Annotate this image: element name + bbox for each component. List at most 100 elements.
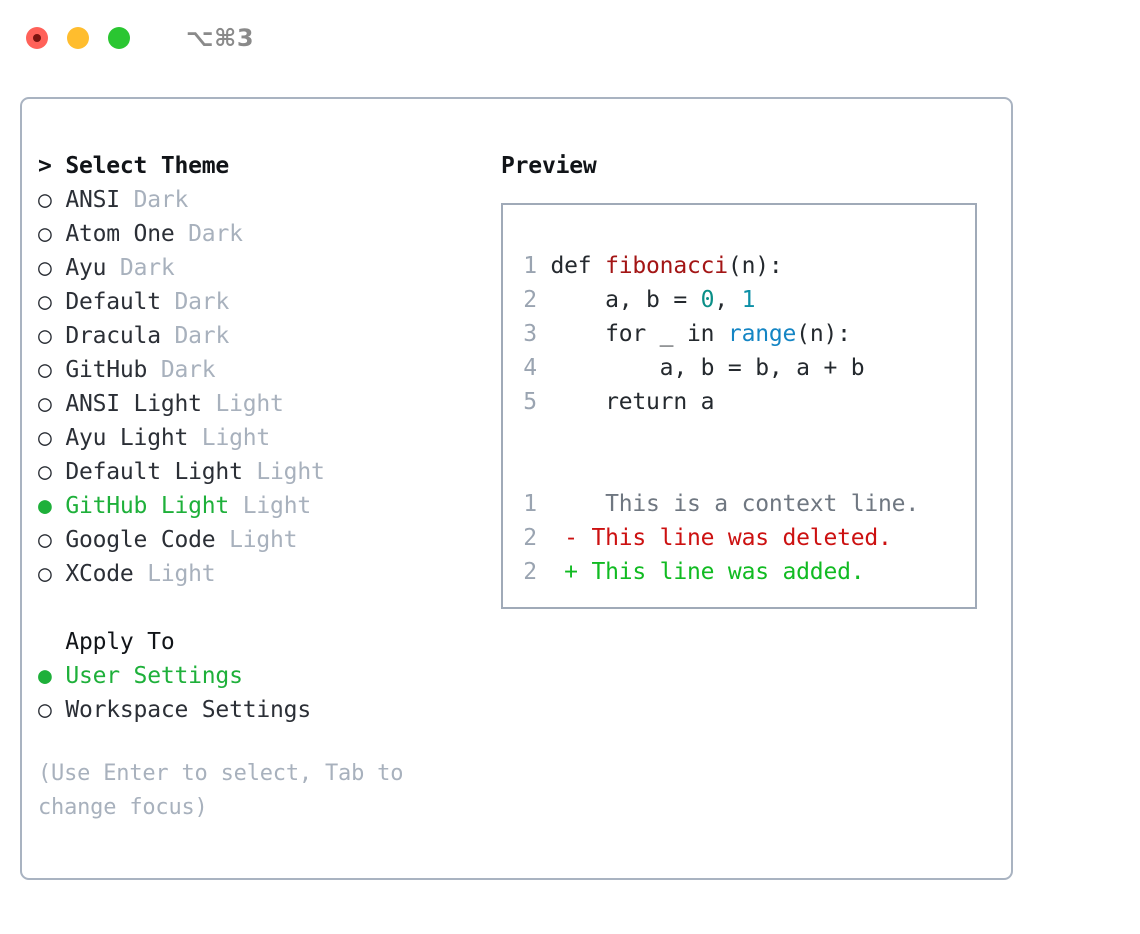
title-bar: ⌥⌘3 — [0, 0, 1140, 76]
keyboard-shortcut-label: ⌥⌘3 — [186, 24, 255, 52]
theme-option-github[interactable]: ○ GitHub Dark — [38, 353, 498, 387]
code-token: 1 — [741, 287, 756, 313]
theme-option-tag: Light — [229, 527, 298, 553]
code-blank-line — [523, 419, 975, 453]
apply-to-option-label: User Settings — [65, 663, 243, 689]
diff-text: This line was deleted. — [577, 525, 892, 551]
theme-option-label: Default Light — [65, 459, 243, 485]
theme-option-tag: Light — [242, 493, 311, 519]
theme-option-default-light[interactable]: ○ Default Light Light — [38, 455, 498, 489]
diff-text: This line was added. — [577, 559, 865, 585]
main-panel: > Select Theme ○ ANSI Dark○ Atom One Dar… — [20, 97, 1013, 880]
code-token: , — [714, 287, 742, 313]
radio-unselected-icon: ○ — [38, 187, 52, 213]
line-number: 2 — [523, 287, 537, 313]
theme-option-dracula[interactable]: ○ Dracula Dark — [38, 319, 498, 353]
theme-option-label: XCode — [65, 561, 134, 587]
line-number: 2 — [523, 525, 537, 551]
line-number: 3 — [523, 321, 537, 347]
theme-option-github-light[interactable]: ● GitHub Light Light — [38, 489, 498, 523]
theme-option-ansi-light[interactable]: ○ ANSI Light Light — [38, 387, 498, 421]
line-number: 5 — [523, 389, 537, 415]
radio-unselected-icon: ○ — [38, 255, 52, 281]
theme-option-default[interactable]: ○ Default Dark — [38, 285, 498, 319]
code-line: 1 def fibonacci(n): — [523, 249, 975, 283]
code-token: a, b = b, a + b — [550, 355, 865, 381]
theme-option-ayu[interactable]: ○ Ayu Dark — [38, 251, 498, 285]
preview-column: Preview — [501, 149, 981, 183]
apply-to-heading: Apply To — [38, 625, 498, 659]
diff-sign: + — [564, 559, 578, 585]
apply-to-option-label: Workspace Settings — [65, 697, 311, 723]
theme-option-tag: Light — [147, 561, 216, 587]
radio-unselected-icon: ○ — [38, 323, 52, 349]
apply-to-option-workspace-settings[interactable]: ○ Workspace Settings — [38, 693, 498, 727]
theme-option-label: Default — [65, 289, 161, 315]
code-line: 2 a, b = 0, 1 — [523, 283, 975, 317]
radio-unselected-icon: ○ — [38, 425, 52, 451]
theme-option-tag: Dark — [160, 357, 216, 383]
theme-option-tag: Dark — [119, 255, 175, 281]
code-token: (n): — [727, 253, 783, 279]
radio-unselected-icon: ○ — [38, 527, 52, 553]
theme-selector-column: > Select Theme ○ ANSI Dark○ Atom One Dar… — [38, 149, 498, 727]
theme-option-tag: Dark — [174, 289, 230, 315]
select-theme-heading: > Select Theme — [38, 149, 498, 183]
code-token: fibonacci — [605, 253, 728, 279]
code-token: def — [550, 253, 606, 279]
theme-option-label: ANSI — [65, 187, 120, 213]
radio-selected-icon: ● — [38, 493, 52, 519]
radio-unselected-icon: ○ — [38, 357, 52, 383]
theme-option-label: ANSI Light — [65, 391, 202, 417]
theme-option-google-code[interactable]: ○ Google Code Light — [38, 523, 498, 557]
diff-sign — [564, 491, 578, 517]
window-controls — [26, 27, 130, 49]
maximize-button-icon[interactable] — [108, 27, 130, 49]
radio-unselected-icon: ○ — [38, 459, 52, 485]
code-line: 3 for _ in range(n): — [523, 317, 975, 351]
radio-unselected-icon: ○ — [38, 289, 52, 315]
theme-option-list: ○ ANSI Dark○ Atom One Dark○ Ayu Dark○ De… — [38, 183, 498, 591]
diff-lines: 1 This is a context line.2 - This line w… — [523, 487, 975, 589]
diff-sign: - — [564, 525, 578, 551]
radio-unselected-icon: ○ — [38, 391, 52, 417]
minimize-button-icon[interactable] — [67, 27, 89, 49]
code-blank-line — [523, 453, 975, 487]
diff-line-del: 2 - This line was deleted. — [523, 521, 975, 555]
theme-option-ayu-light[interactable]: ○ Ayu Light Light — [38, 421, 498, 455]
theme-option-tag: Light — [215, 391, 284, 417]
code-token: return a — [550, 389, 715, 415]
theme-option-label: Ayu Light — [65, 425, 189, 451]
apply-to-option-user-settings[interactable]: ● User Settings — [38, 659, 498, 693]
radio-unselected-icon: ○ — [38, 221, 52, 247]
preview-heading: Preview — [501, 153, 597, 179]
theme-option-tag: Light — [201, 425, 271, 451]
section-gap — [38, 591, 498, 625]
code-token: range — [727, 321, 797, 347]
radio-unselected-icon: ○ — [38, 697, 52, 723]
radio-selected-icon: ● — [38, 663, 52, 689]
line-number: 2 — [523, 559, 537, 585]
line-number: 4 — [523, 355, 537, 381]
code-line: 5 return a — [523, 385, 975, 419]
close-button-icon[interactable] — [26, 27, 48, 49]
theme-option-xcode[interactable]: ○ XCode Light — [38, 557, 498, 591]
theme-option-label: Atom One — [65, 221, 175, 247]
diff-text: This is a context line. — [577, 491, 919, 517]
code-token: a, b = — [550, 287, 701, 313]
theme-option-label: GitHub — [65, 357, 148, 383]
code-token: 0 — [700, 287, 715, 313]
select-theme-heading-label: Select Theme — [65, 153, 230, 179]
focus-caret-icon: > — [38, 153, 52, 179]
radio-unselected-icon: ○ — [38, 561, 52, 587]
theme-option-label: GitHub Light — [65, 493, 230, 519]
code-token: for _ in — [550, 321, 728, 347]
code-line: 4 a, b = b, a + b — [523, 351, 975, 385]
theme-option-ansi[interactable]: ○ ANSI Dark — [38, 183, 498, 217]
theme-option-tag: Dark — [133, 187, 189, 213]
theme-option-atom-one[interactable]: ○ Atom One Dark — [38, 217, 498, 251]
theme-option-label: Google Code — [65, 527, 216, 553]
theme-option-tag: Dark — [174, 323, 230, 349]
